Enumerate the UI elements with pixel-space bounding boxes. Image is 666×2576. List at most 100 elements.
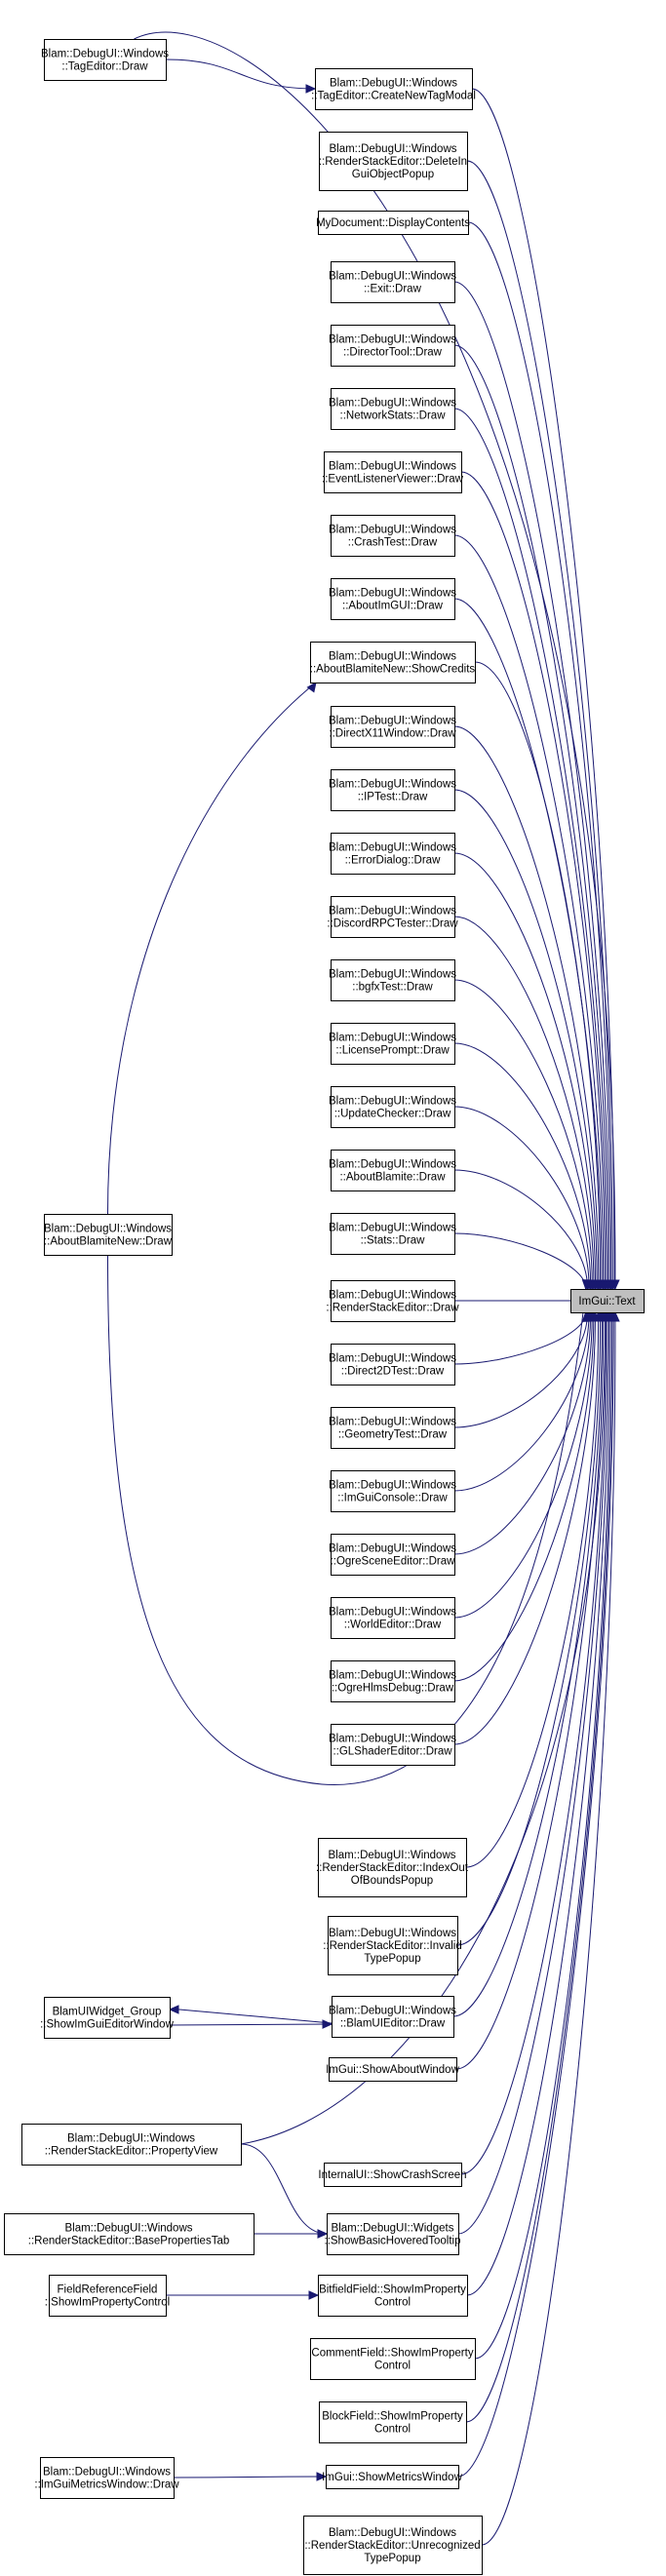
node-box [324, 2163, 462, 2187]
node-label: Blam::DebugUI::Windows [329, 1669, 456, 1681]
node-directx11window-draw[interactable]: Blam::DebugUI::Windows::DirectX11Window:… [329, 706, 456, 748]
node-networkstats-draw[interactable]: Blam::DebugUI::Windows::NetworkStats::Dr… [329, 388, 456, 430]
node-ogrehlmsdebug-draw[interactable]: Blam::DebugUI::Windows::OgreHlmsDebug::D… [329, 1660, 456, 1702]
edge-arrowhead [581, 1279, 592, 1291]
node-box [331, 1023, 455, 1065]
edge-updatechecker-draw-to-imgui-text [453, 1106, 590, 1290]
edge-arrowhead [316, 2472, 328, 2481]
node-label: Control [374, 2361, 411, 2372]
node-aboutimgui-draw[interactable]: Blam::DebugUI::Windows::AboutImGUI::Draw [329, 578, 456, 620]
node-direct2dtest-draw[interactable]: Blam::DebugUI::Windows::Direct2DTest::Dr… [329, 1344, 456, 1386]
node-widgets-showbasichoveredtooltip[interactable]: Blam::DebugUI::Widgets::ShowBasicHovered… [325, 2213, 461, 2255]
node-rse-unrecognizedtypepopup[interactable]: Blam::DebugUI::Windows::RenderStackEdito… [303, 2516, 483, 2575]
node-rse-deleteinguiobjectpopup[interactable]: Blam::DebugUI::Windows::RenderStackEdito… [319, 132, 468, 191]
node-box [49, 2275, 167, 2317]
node-errordialog-draw[interactable]: Blam::DebugUI::Windows::ErrorDialog::Dra… [329, 833, 456, 875]
node-label: TypePopup [364, 1953, 420, 1965]
node-label: Blam::DebugUI::Windows [329, 1352, 456, 1364]
node-box [44, 39, 167, 81]
node-imgui-showmetricswindow[interactable]: ImGui::ShowMetricsWindow [322, 2465, 463, 2489]
node-label: ::ImGuiMetricsWindow::Draw [34, 2479, 179, 2491]
node-worldeditor-draw[interactable]: Blam::DebugUI::Windows::WorldEditor::Dra… [329, 1597, 456, 1639]
node-label: ::Exit::Draw [364, 284, 421, 295]
node-label: Blam::DebugUI::Windows [329, 587, 456, 599]
node-label: ::UpdateChecker::Draw [334, 1109, 451, 1120]
node-eventlistenerviewer-draw[interactable]: Blam::DebugUI::Windows::EventListenerVie… [322, 451, 464, 493]
node-box [44, 1997, 171, 2039]
node-blockfield-showimpropertycontrol[interactable]: BlockField::ShowImPropertyControl [319, 2401, 467, 2443]
node-rse-propertyview[interactable]: Blam::DebugUI::Windows::RenderStackEdito… [21, 2124, 242, 2166]
node-box [327, 2213, 459, 2255]
edge-ogrehlmsdebug-draw-to-imgui-text [453, 1311, 595, 1682]
node-renderstackeditor-draw[interactable]: Blam::DebugUI::Windows::RenderStackEdito… [326, 1280, 459, 1322]
node-iptest-draw[interactable]: Blam::DebugUI::Windows::IPTest::Draw [329, 769, 456, 811]
node-imgui-text[interactable]: ImGui::Text [570, 1289, 645, 1313]
node-label: Blam::DebugUI::Windows [330, 77, 457, 89]
node-mydocument-displaycontents[interactable]: MyDocument::DisplayContents [316, 211, 470, 235]
node-label: ::RenderStackEditor::Draw [326, 1303, 459, 1314]
node-label: Blam::DebugUI::Windows [329, 1606, 456, 1618]
node-label: ::RenderStackEditor::Unrecognized [304, 2540, 480, 2552]
node-label: Control [374, 2297, 411, 2309]
node-stats-draw[interactable]: Blam::DebugUI::Windows::Stats::Draw [329, 1213, 456, 1255]
node-box [21, 2124, 242, 2166]
edge-aboutblamite-draw-to-imgui-text [453, 1169, 588, 1290]
node-label: ::DirectorTool::Draw [343, 347, 443, 359]
node-label: ::ErrorDialog::Draw [345, 855, 441, 867]
node-aboutblamite-draw[interactable]: Blam::DebugUI::Windows::AboutBlamite::Dr… [329, 1150, 456, 1191]
node-label: Blam::DebugUI::Windows [329, 333, 456, 345]
edge-glshadereditor-draw-to-imgui-text [453, 1311, 596, 1745]
node-imguiconsole-draw[interactable]: Blam::DebugUI::Windows::ImGuiConsole::Dr… [329, 1470, 456, 1512]
node-glshadereditor-draw[interactable]: Blam::DebugUI::Windows::GLShaderEditor::… [329, 1724, 456, 1766]
edge-networkstats-draw-to-imgui-text [453, 408, 607, 1290]
node-label: FieldReferenceField [58, 2283, 158, 2295]
node-label: Blam::DebugUI::Windows [329, 270, 456, 282]
node-bitfieldfield-showimpropertycontrol[interactable]: BitfieldField::ShowImPropertyControl [318, 2275, 468, 2317]
node-fieldreferencefield-showimpropertycontrol[interactable]: FieldReferenceField::ShowImPropertyContr… [45, 2275, 170, 2317]
edge-aboutblamitenew-showcredits-to-imgui-text [474, 661, 601, 1290]
node-ogresceneeditor-draw[interactable]: Blam::DebugUI::Windows::OgreSceneEditor:… [329, 1534, 456, 1576]
node-label: ::ImGuiConsole::Draw [337, 1493, 448, 1504]
node-aboutblamitenew-showcredits[interactable]: Blam::DebugUI::Windows::AboutBlamiteNew:… [310, 642, 476, 683]
edge-blamuiwidgetgroup-showimguieditorwindow-to-blamuieditor-draw [169, 2023, 333, 2026]
node-imgui-showaboutwindow[interactable]: ImGui::ShowAboutWindow [326, 2057, 460, 2082]
node-licenseprompt-draw[interactable]: Blam::DebugUI::Windows::LicensePrompt::D… [329, 1023, 456, 1065]
node-label: Blam::DebugUI::Windows [329, 1289, 456, 1301]
node-label: ::TagEditor::CreateNewTagModal [311, 91, 476, 102]
node-tageditor-draw[interactable]: Blam::DebugUI::Windows::TagEditor::Draw [41, 39, 169, 81]
edge-direct2dtest-draw-to-imgui-text [453, 1311, 587, 1365]
node-tageditor-createnewtagmodal[interactable]: Blam::DebugUI::Windows::TagEditor::Creat… [311, 68, 476, 110]
edge-rse-deleteinguiobjectpopup-to-imgui-text [466, 160, 613, 1290]
node-crashtest-draw[interactable]: Blam::DebugUI::Windows::CrashTest::Draw [329, 515, 456, 557]
node-rse-invalidtypepopup[interactable]: Blam::DebugUI::Windows::RenderStackEdito… [323, 1916, 462, 1975]
node-label: TypePopup [364, 2553, 420, 2564]
node-label: Blam::DebugUI::Windows [41, 48, 169, 59]
node-label: ::AboutBlamiteNew::ShowCredits [310, 664, 476, 676]
node-aboutblamitenew-draw[interactable]: Blam::DebugUI::Windows::AboutBlamiteNew:… [44, 1214, 173, 1256]
node-commentfield-showimpropertycontrol[interactable]: CommentField::ShowImPropertyControl [310, 2338, 476, 2380]
node-bgfxtest-draw[interactable]: Blam::DebugUI::Windows::bgfxTest::Draw [329, 959, 456, 1001]
edge-arrowhead [610, 1310, 620, 1322]
node-rse-indexoutofboundspopup[interactable]: Blam::DebugUI::Windows::RenderStackEdito… [316, 1838, 469, 1897]
node-discordrpctester-draw[interactable]: Blam::DebugUI::Windows::DiscordRPCTester… [327, 896, 458, 938]
edge-crashtest-draw-to-imgui-text [453, 534, 605, 1290]
node-label: Blam::DebugUI::Windows [329, 841, 456, 853]
node-imguimetricswindow-draw[interactable]: Blam::DebugUI::Windows::ImGuiMetricsWind… [34, 2457, 179, 2499]
node-box [331, 1086, 455, 1128]
node-label: Blam::DebugUI::Windows [329, 143, 456, 155]
node-updatechecker-draw[interactable]: Blam::DebugUI::Windows::UpdateChecker::D… [329, 1086, 456, 1128]
node-blamuiwidgetgroup-showimguieditorwindow[interactable]: BlamUIWidget_Group::ShowImGuiEditorWindo… [40, 1997, 175, 2039]
node-box [331, 325, 455, 367]
node-label: ::NetworkStats::Draw [340, 410, 447, 422]
edge-blockfield-showimpropertycontrol-to-imgui-text [465, 1311, 613, 2423]
node-geometrytest-draw[interactable]: Blam::DebugUI::Windows::GeometryTest::Dr… [329, 1407, 456, 1449]
node-label: ImGui::ShowAboutWindow [326, 2064, 459, 2076]
node-directortool-draw[interactable]: Blam::DebugUI::Windows::DirectorTool::Dr… [329, 325, 456, 367]
node-exit-draw[interactable]: Blam::DebugUI::Windows::Exit::Draw [329, 261, 456, 303]
node-rse-basepropertiestab[interactable]: Blam::DebugUI::Windows::RenderStackEdito… [4, 2213, 255, 2255]
node-box [331, 959, 455, 1001]
node-label: ::RenderStackEditor::BasePropertiesTab [28, 2236, 229, 2247]
node-box [303, 2516, 483, 2575]
node-internalui-showcrashscreen[interactable]: InternalUI::ShowCrashScreen [318, 2163, 467, 2187]
node-blamuieditor-draw[interactable]: Blam::DebugUI::Windows::BlamUIEditor::Dr… [329, 1996, 456, 2038]
